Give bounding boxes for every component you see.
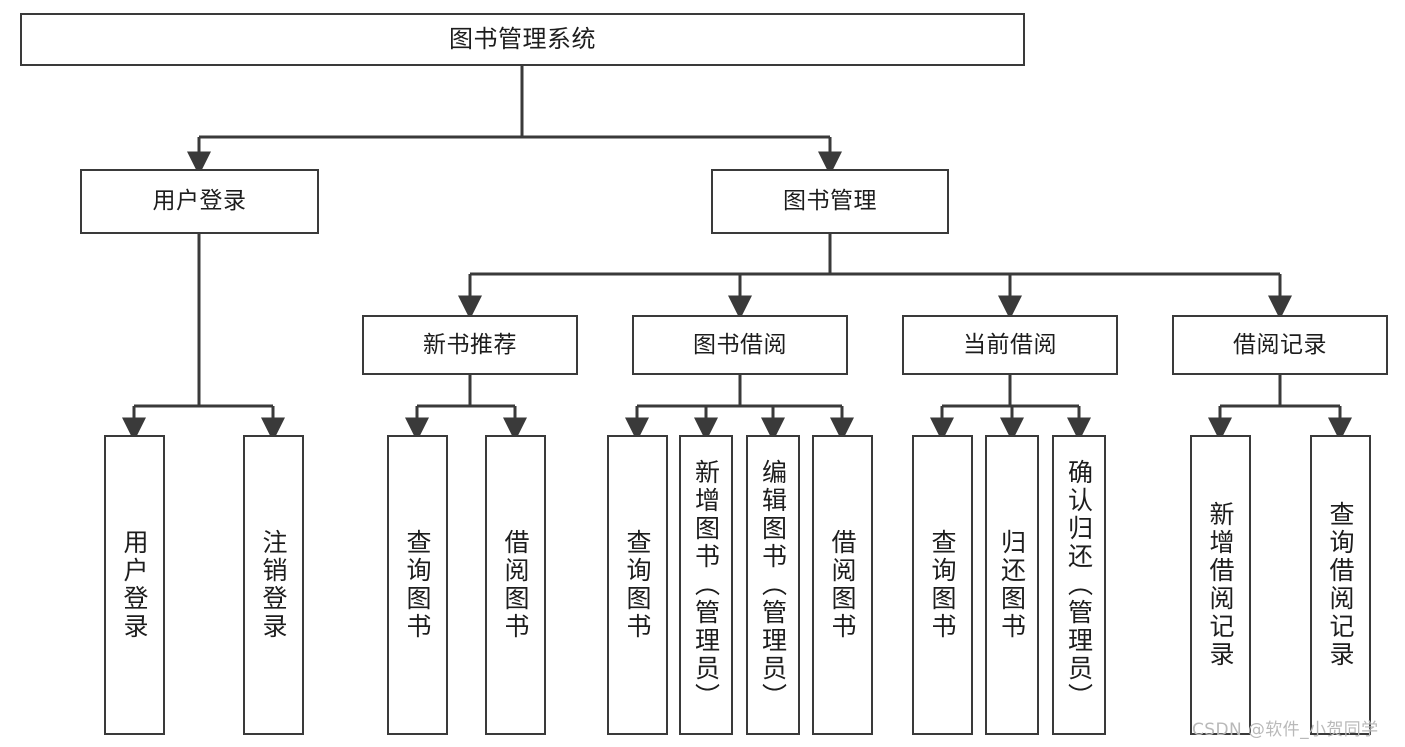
node-leaf-add-record[interactable]: 新增借阅记录: [1190, 435, 1251, 735]
node-leaf-edit-book[interactable]: 编辑图书（管理员）: [746, 435, 800, 735]
node-leaf-logout-label: 注销登录: [259, 529, 288, 641]
node-book-borrow-label: 图书借阅: [693, 331, 787, 358]
node-borrow-record-label: 借阅记录: [1233, 331, 1327, 358]
node-leaf-query-book-3-label: 查询图书: [928, 529, 957, 641]
node-leaf-borrow-book-2[interactable]: 借阅图书: [812, 435, 873, 735]
node-leaf-borrow-book-1[interactable]: 借阅图书: [485, 435, 546, 735]
node-leaf-borrow-book-1-label: 借阅图书: [501, 529, 530, 641]
node-book-borrow[interactable]: 图书借阅: [632, 315, 848, 375]
node-leaf-user-login[interactable]: 用户登录: [104, 435, 165, 735]
node-leaf-query-book-2[interactable]: 查询图书: [607, 435, 668, 735]
node-new-book-recommend[interactable]: 新书推荐: [362, 315, 578, 375]
node-new-book-recommend-label: 新书推荐: [423, 331, 517, 358]
watermark: CSDN @软件_小贺同学: [1192, 720, 1379, 740]
node-leaf-confirm-return[interactable]: 确认归还（管理员）: [1052, 435, 1106, 735]
node-leaf-logout[interactable]: 注销登录: [243, 435, 304, 735]
node-leaf-add-book[interactable]: 新增图书（管理员）: [679, 435, 733, 735]
node-leaf-query-record-label: 查询借阅记录: [1326, 501, 1355, 669]
node-leaf-return-book-label: 归还图书: [997, 529, 1027, 641]
node-leaf-user-login-label: 用户登录: [120, 529, 149, 641]
node-leaf-query-book-1-label: 查询图书: [403, 529, 432, 641]
node-leaf-query-book-2-label: 查询图书: [623, 529, 652, 641]
node-user-login-label: 用户登录: [152, 188, 247, 215]
node-leaf-borrow-book-2-label: 借阅图书: [828, 529, 857, 641]
node-root-label: 图书管理系统: [449, 24, 596, 53]
node-leaf-add-record-label: 新增借阅记录: [1206, 501, 1235, 669]
node-leaf-confirm-return-label: 确认归还（管理员）: [1064, 459, 1094, 711]
node-borrow-record[interactable]: 借阅记录: [1172, 315, 1388, 375]
node-leaf-query-book-1[interactable]: 查询图书: [387, 435, 448, 735]
node-user-login[interactable]: 用户登录: [80, 169, 319, 234]
node-current-borrow-label: 当前借阅: [963, 331, 1057, 358]
node-book-manage-label: 图书管理: [783, 188, 877, 215]
node-current-borrow[interactable]: 当前借阅: [902, 315, 1118, 375]
node-leaf-query-record[interactable]: 查询借阅记录: [1310, 435, 1371, 735]
node-leaf-return-book[interactable]: 归还图书: [985, 435, 1039, 735]
node-root[interactable]: 图书管理系统: [20, 13, 1025, 66]
node-book-manage[interactable]: 图书管理: [711, 169, 949, 234]
node-leaf-query-book-3[interactable]: 查询图书: [912, 435, 973, 735]
node-leaf-edit-book-label: 编辑图书（管理员）: [758, 459, 788, 711]
node-leaf-add-book-label: 新增图书（管理员）: [691, 459, 721, 711]
